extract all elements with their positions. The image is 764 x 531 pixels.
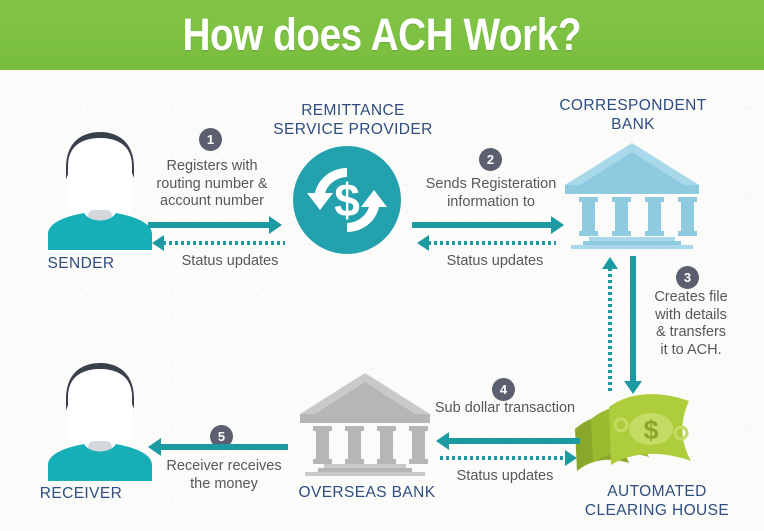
step-2-forward-arrow bbox=[412, 222, 552, 228]
rsp-label-line1: REMITTANCE bbox=[301, 102, 405, 119]
step-1-forward-arrow bbox=[148, 222, 270, 228]
step-3-text-line1: Creates file bbox=[654, 289, 728, 305]
header-banner: How does ACH Work? bbox=[0, 0, 764, 70]
step-3-badge: 3 bbox=[676, 266, 699, 289]
step-1-text-line2: routing number & bbox=[156, 175, 268, 192]
page-title: How does ACH Work? bbox=[182, 9, 582, 60]
step-2-text-line2: information to bbox=[447, 193, 535, 210]
overseas-bank-icon bbox=[298, 371, 432, 476]
rsp-label: REMITTANCE SERVICE PROVIDER bbox=[258, 101, 448, 139]
step-3-text-line3: & transfers bbox=[655, 324, 727, 340]
rsp-label-line2: SERVICE PROVIDER bbox=[273, 121, 433, 138]
step-4-forward-arrow bbox=[448, 438, 580, 444]
ach-label-line2: CLEARING HOUSE bbox=[584, 502, 730, 519]
correspondent-bank-icon bbox=[563, 141, 701, 249]
svg-text:$: $ bbox=[334, 174, 360, 226]
step-5-text-line2: the money bbox=[190, 475, 258, 492]
ach-label-line1: AUTOMATED bbox=[607, 483, 707, 500]
step-3-text-line4: it to ACH. bbox=[660, 341, 722, 358]
step-5-forward-arrow bbox=[160, 444, 288, 450]
step-1-badge: 1 bbox=[199, 128, 222, 151]
step-1-text: Registers with routing number & account … bbox=[142, 158, 282, 211]
step-3-text-line2: with details bbox=[655, 306, 727, 323]
svg-text:$: $ bbox=[643, 415, 658, 445]
correspondent-bank-label-line2: BANK bbox=[611, 116, 655, 133]
rsp-money-transfer-circle-icon: $ bbox=[293, 146, 401, 259]
step-1-status-arrow bbox=[163, 241, 285, 245]
receiver-label: RECEIVER bbox=[39, 485, 123, 502]
sender-person-icon bbox=[44, 124, 156, 250]
receiver-person-icon bbox=[44, 355, 156, 481]
step-4-text: Sub dollar transaction bbox=[434, 400, 576, 416]
step-2-badge: 2 bbox=[479, 148, 502, 171]
correspondent-bank-label: CORRESPONDENT BANK bbox=[538, 96, 728, 134]
step-3-forward-arrow bbox=[630, 256, 636, 382]
step-3-status-arrow bbox=[608, 268, 612, 394]
step-4-badge: 4 bbox=[492, 378, 515, 401]
correspondent-bank-label-line1: CORRESPONDENT bbox=[559, 97, 707, 114]
step-2-text-line1: Sends Registeration bbox=[425, 176, 557, 192]
sender-label: SENDER bbox=[47, 255, 115, 272]
step-4-status-arrow bbox=[440, 456, 566, 460]
step-2-status-arrow bbox=[428, 241, 556, 245]
ach-banknotes-icon: $ bbox=[569, 385, 694, 482]
step-1-text-line3: account number bbox=[160, 193, 264, 209]
ach-label: AUTOMATED CLEARING HOUSE bbox=[562, 482, 752, 520]
step-5-text: Receiver receives the money bbox=[158, 458, 290, 493]
step-2-text: Sends Registeration information to bbox=[412, 176, 570, 211]
step-5-badge: 5 bbox=[210, 425, 233, 448]
step-1-status-label: Status updates bbox=[181, 253, 279, 269]
step-2-status-label: Status updates bbox=[446, 253, 544, 269]
overseas-bank-label: OVERSEAS BANK bbox=[298, 484, 436, 501]
step-5-text-line1: Receiver receives bbox=[166, 458, 282, 474]
step-4-status-label: Status updates bbox=[456, 468, 554, 484]
step-1-text-line1: Registers with bbox=[166, 158, 258, 174]
step-3-text: Creates file with details & transfers it… bbox=[645, 289, 737, 359]
